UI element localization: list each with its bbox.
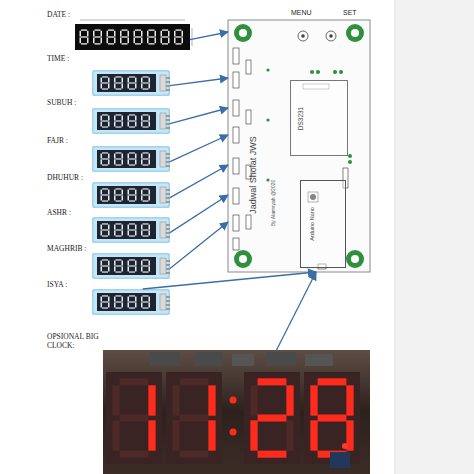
board-title: Arduino Nano <box>309 207 315 241</box>
connector-arrow <box>170 195 228 233</box>
date-display <box>75 20 192 50</box>
author-note: By Alamsyah @2020 <box>270 180 276 227</box>
display-modules <box>92 70 170 315</box>
connector-arrow <box>170 135 228 162</box>
page-margin <box>395 0 474 474</box>
arduino-board: Arduino Nano <box>300 180 346 268</box>
time-display: TIME : <box>92 70 170 96</box>
connector-arrow <box>277 272 316 350</box>
connector-arrow <box>170 165 228 198</box>
margin-line <box>395 0 396 474</box>
connector-arrow <box>190 32 228 40</box>
prayer-display: ISYA : <box>92 289 170 315</box>
display-heading: MAGHRIB : <box>47 244 86 253</box>
prayer-display: ASHR : <box>92 217 170 243</box>
display-heading: FAJR : <box>47 136 68 145</box>
connector-arrow <box>170 222 228 269</box>
big-clock: OPSIONAL BIG CLOCK: <box>103 350 370 474</box>
prayer-display: MAGHRIB : <box>92 253 170 279</box>
display-heading: TIME : <box>47 54 69 63</box>
display-heading: ISYA : <box>47 280 67 289</box>
board-title: DS3231 <box>297 107 304 131</box>
display-heading: OPSIONAL BIG CLOCK: <box>47 332 99 350</box>
connector-arrow <box>170 108 228 124</box>
connector-arrow <box>170 78 228 86</box>
date-display: DATE : <box>75 24 190 50</box>
display-heading: ASHR : <box>47 208 71 217</box>
display-heading: SUBUH : <box>47 98 76 107</box>
button-label: MENU <box>291 9 312 16</box>
display-heading: DATE : <box>47 10 70 19</box>
big-clock-photo <box>103 350 370 474</box>
controller-board: Jadwal Sholat JWS DS3231Arduino Nano <box>228 20 370 272</box>
rtc-module: DS3231 <box>290 80 348 156</box>
pcb-board <box>228 20 370 272</box>
prayer-display: DHUHUR : <box>92 182 170 208</box>
button-label: SET <box>343 9 357 16</box>
prayer-display: SUBUH : <box>92 108 170 134</box>
display-heading: DHUHUR : <box>47 173 83 182</box>
board-title: Jadwal Sholat JWS <box>248 136 258 214</box>
prayer-display: FAJR : <box>92 146 170 172</box>
connector-arrow <box>143 272 316 289</box>
